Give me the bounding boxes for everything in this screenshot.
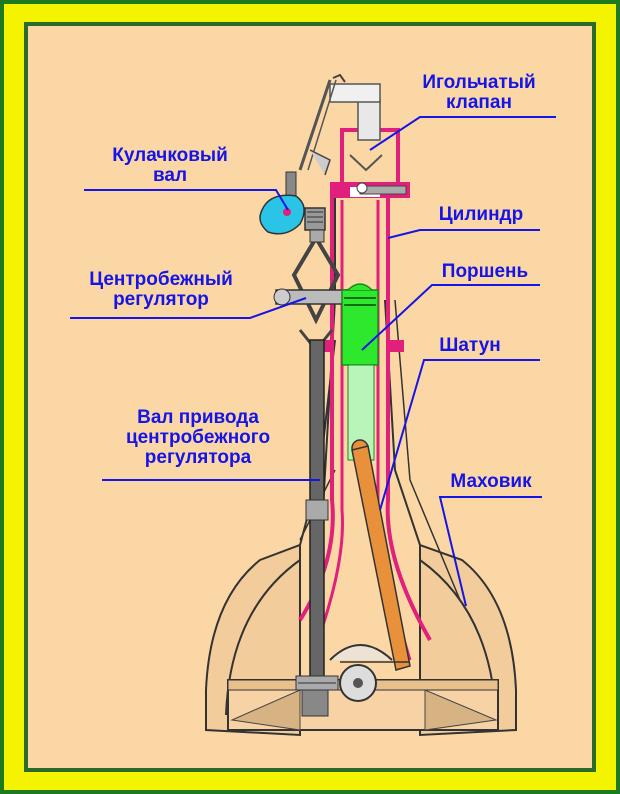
label-governor: Центробежный регулятор <box>89 269 233 310</box>
label-piston: Поршень <box>441 261 529 282</box>
valve-linkage <box>285 79 337 203</box>
leader-lines <box>70 116 556 607</box>
valve-head <box>329 73 407 195</box>
label-needle-valve: Игольчатый клапан <box>422 72 536 113</box>
camshaft <box>259 194 326 235</box>
engine-base <box>205 543 517 737</box>
label-cylinder: Цилиндр <box>438 204 524 225</box>
governor-shaft <box>295 339 339 717</box>
label-flywheel: Маховик <box>450 471 532 492</box>
label-camshaft: Кулачковый вал <box>112 145 228 186</box>
label-governor-shaft: Вал привода центробежного регулятора <box>125 407 271 468</box>
flywheel-hub <box>339 661 410 702</box>
label-connecting-rod: Шатун <box>439 335 501 356</box>
connecting-rod <box>351 445 411 671</box>
piston <box>341 283 379 461</box>
